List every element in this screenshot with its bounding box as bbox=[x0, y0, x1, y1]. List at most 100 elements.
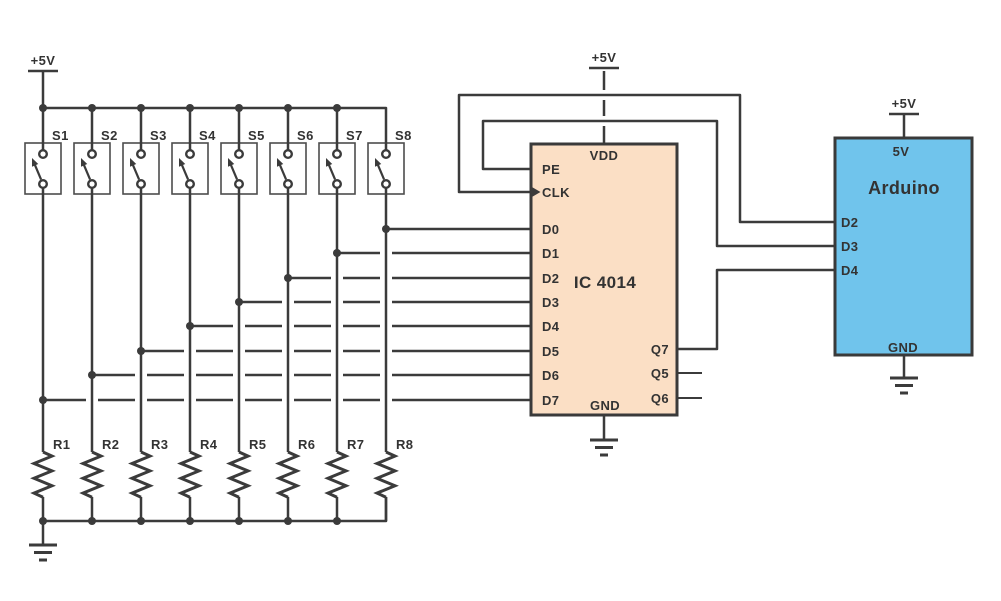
resistor-label: R3 bbox=[151, 437, 168, 452]
junction-dot bbox=[284, 274, 292, 282]
ic-pin-label-q5: Q5 bbox=[651, 366, 669, 381]
junction-dot bbox=[333, 249, 341, 257]
switch-label: S1 bbox=[52, 128, 69, 143]
ic-pin-label-d5: D5 bbox=[542, 344, 559, 359]
resistor-label: R4 bbox=[200, 437, 218, 452]
ic-pin-label-d6: D6 bbox=[542, 368, 559, 383]
switch-label: S2 bbox=[101, 128, 118, 143]
switch-lever bbox=[327, 163, 337, 180]
junction-dot bbox=[137, 347, 145, 355]
top-bus-wire bbox=[43, 106, 388, 151]
resistor-label: R6 bbox=[298, 437, 315, 452]
power-rail-ic: +5V bbox=[589, 50, 619, 70]
junction-dot bbox=[235, 298, 243, 306]
ic-pin-label-q6: Q6 bbox=[651, 391, 669, 406]
resistor-label: R8 bbox=[396, 437, 413, 452]
switch-lever-arrow-icon bbox=[325, 158, 333, 167]
ic-pin-label-gnd: GND bbox=[590, 398, 620, 413]
junction-dot bbox=[284, 517, 292, 525]
junction-dot bbox=[88, 371, 96, 379]
resistor-zigzag bbox=[177, 450, 203, 499]
resistor-label: R1 bbox=[53, 437, 70, 452]
junction-dot bbox=[88, 517, 96, 525]
junction-dot bbox=[39, 396, 47, 404]
resistor-zigzag bbox=[275, 450, 301, 499]
switch-label: S8 bbox=[395, 128, 412, 143]
arduino-body bbox=[833, 136, 974, 357]
junction-dot bbox=[284, 104, 292, 112]
wire-q7-to-arduino-d4 bbox=[677, 268, 835, 351]
switch-lever bbox=[278, 163, 288, 180]
arduino-pin-label-d4: D4 bbox=[841, 263, 859, 278]
wire-clk-to-arduino-d2 bbox=[457, 93, 835, 224]
ground-symbol-arduino bbox=[890, 376, 918, 395]
ic-pin-label-d2: D2 bbox=[542, 271, 559, 286]
switch-lever-arrow-icon bbox=[129, 158, 137, 167]
ic-pin-label-pe: PE bbox=[542, 162, 560, 177]
resistor-r8 bbox=[373, 450, 399, 521]
switch-lever bbox=[376, 163, 386, 180]
junction-dot bbox=[382, 225, 390, 233]
power-label: +5V bbox=[592, 50, 617, 65]
junction-dot bbox=[137, 104, 145, 112]
junction-dot bbox=[186, 517, 194, 525]
switch-lever bbox=[33, 163, 43, 180]
junction-dot bbox=[39, 517, 47, 525]
junction-dot bbox=[186, 104, 194, 112]
switch-terminal bbox=[332, 148, 343, 159]
ic-pin-label-d7: D7 bbox=[542, 393, 559, 408]
switch-label: S4 bbox=[199, 128, 216, 143]
power-rail-left: +5V bbox=[28, 53, 58, 73]
arduino-pin-label-5v: 5V bbox=[893, 144, 910, 159]
switch-lever-arrow-icon bbox=[227, 158, 235, 167]
junction-dot bbox=[333, 517, 341, 525]
switch-terminal bbox=[86, 148, 97, 159]
wire-pe-to-arduino-d3 bbox=[481, 119, 835, 248]
switch-label: S3 bbox=[150, 128, 167, 143]
resistor-r2 bbox=[79, 450, 105, 521]
ic-pin-label-clk: CLK bbox=[542, 185, 570, 200]
switch-terminal bbox=[381, 178, 392, 189]
switch-label: S5 bbox=[248, 128, 265, 143]
switch-terminal bbox=[184, 178, 195, 189]
switch-terminal bbox=[135, 148, 146, 159]
switch-terminal bbox=[283, 148, 294, 159]
resistor-zigzag bbox=[373, 450, 399, 499]
resistor-label: R7 bbox=[347, 437, 364, 452]
junction-dot bbox=[235, 104, 243, 112]
ic-pin-label-d1: D1 bbox=[542, 246, 559, 261]
junction-dot bbox=[333, 104, 341, 112]
resistor-label: R5 bbox=[249, 437, 266, 452]
switch-terminal bbox=[381, 148, 392, 159]
resistor-r1 bbox=[30, 450, 56, 521]
switch-lever-arrow-icon bbox=[80, 158, 88, 167]
junction-dot bbox=[186, 322, 194, 330]
resistor-r5 bbox=[226, 450, 252, 521]
wires bbox=[41, 71, 906, 545]
arduino-pin-label-gnd: GND bbox=[888, 340, 918, 355]
switch-terminal bbox=[332, 178, 343, 189]
resistor-r7 bbox=[324, 450, 350, 521]
power-rail-arduino: +5V bbox=[889, 96, 919, 116]
switch-lever bbox=[180, 163, 190, 180]
resistor-r3 bbox=[128, 450, 154, 521]
switch-terminal bbox=[184, 148, 195, 159]
switch-lever bbox=[82, 163, 92, 180]
switch-lever-arrow-icon bbox=[276, 158, 284, 167]
switch-lever bbox=[229, 163, 239, 180]
ic-pin-label-q7: Q7 bbox=[651, 342, 669, 357]
power-label: +5V bbox=[31, 53, 56, 68]
switch-lever-arrow-icon bbox=[178, 158, 186, 167]
junction-dot bbox=[137, 517, 145, 525]
switch-terminal bbox=[233, 178, 244, 189]
resistor-zigzag bbox=[30, 450, 56, 499]
ground-symbol-left bbox=[29, 543, 57, 562]
switch-lever-arrow-icon bbox=[31, 158, 39, 167]
switch-label: S7 bbox=[346, 128, 363, 143]
ic-title: IC 4014 bbox=[574, 273, 636, 292]
switch-label: S6 bbox=[297, 128, 314, 143]
